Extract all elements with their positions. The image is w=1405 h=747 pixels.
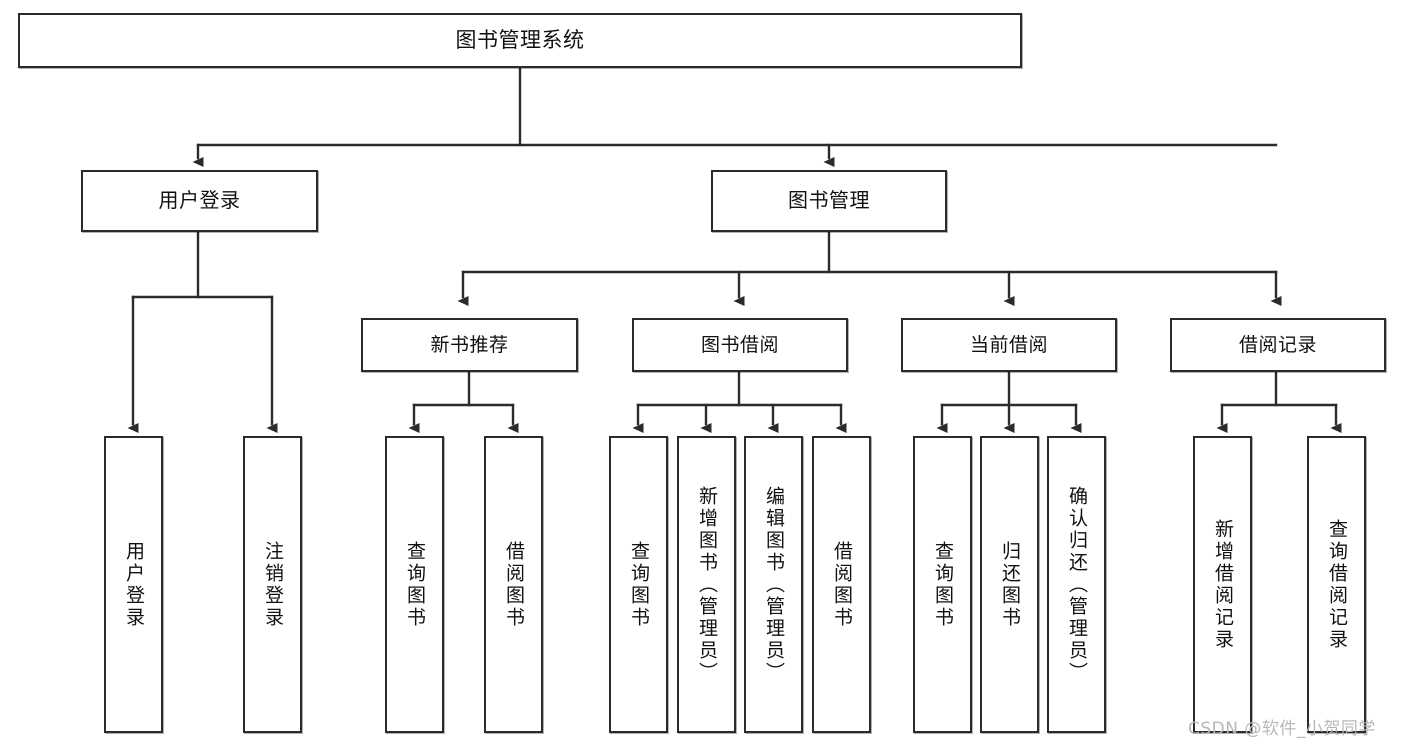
leaf-user-login[interactable]: 用户登录 [104, 436, 163, 733]
node-label: 确认归还（管理员） [1066, 485, 1088, 684]
node-label: 借阅图书 [503, 540, 525, 629]
leaf-records-query-record[interactable]: 查询借阅记录 [1307, 436, 1366, 733]
node-label: 归还图书 [999, 540, 1021, 629]
node-label: 新增借阅记录 [1212, 518, 1234, 651]
node-label: 新增图书（管理员） [696, 485, 718, 684]
leaf-recommend-query-book[interactable]: 查询图书 [385, 436, 444, 733]
node-label: 编辑图书（管理员） [763, 485, 785, 684]
node-borrow-records[interactable]: 借阅记录 [1170, 318, 1386, 372]
leaf-records-add-record[interactable]: 新增借阅记录 [1193, 436, 1252, 733]
node-label: 用户登录 [158, 188, 241, 213]
node-user-login[interactable]: 用户登录 [81, 170, 318, 232]
node-book-management[interactable]: 图书管理 [711, 170, 947, 232]
node-label: 查询图书 [932, 540, 954, 629]
node-root-system[interactable]: 图书管理系统 [18, 13, 1022, 68]
leaf-borrow-borrow-book[interactable]: 借阅图书 [812, 436, 871, 733]
leaf-current-confirm-return-admin[interactable]: 确认归还（管理员） [1047, 436, 1106, 733]
node-label: 查询图书 [404, 540, 426, 629]
node-label: 借阅图书 [831, 540, 853, 629]
node-current-borrow[interactable]: 当前借阅 [901, 318, 1117, 372]
node-new-book-recommend[interactable]: 新书推荐 [361, 318, 578, 372]
node-label: 查询图书 [628, 540, 650, 629]
node-label: 新书推荐 [430, 333, 509, 356]
node-book-borrow[interactable]: 图书借阅 [632, 318, 848, 372]
node-label: 注销登录 [262, 540, 284, 629]
node-label: 图书管理系统 [455, 28, 585, 53]
leaf-borrow-add-book-admin[interactable]: 新增图书（管理员） [677, 436, 736, 733]
node-label: 图书管理 [788, 188, 870, 213]
csdn-watermark: CSDN @软件_小贺同学 [1188, 719, 1376, 739]
leaf-recommend-borrow-book[interactable]: 借阅图书 [484, 436, 543, 733]
leaf-user-logout[interactable]: 注销登录 [243, 436, 302, 733]
leaf-borrow-edit-book-admin[interactable]: 编辑图书（管理员） [744, 436, 803, 733]
node-label: 图书借阅 [700, 333, 779, 356]
node-label: 借阅记录 [1238, 333, 1317, 356]
leaf-borrow-query-book[interactable]: 查询图书 [609, 436, 668, 733]
leaf-current-query-book[interactable]: 查询图书 [913, 436, 972, 733]
leaf-current-return-book[interactable]: 归还图书 [980, 436, 1039, 733]
node-label: 查询借阅记录 [1326, 518, 1348, 651]
node-label: 用户登录 [123, 540, 145, 629]
node-label: 当前借阅 [969, 333, 1048, 356]
